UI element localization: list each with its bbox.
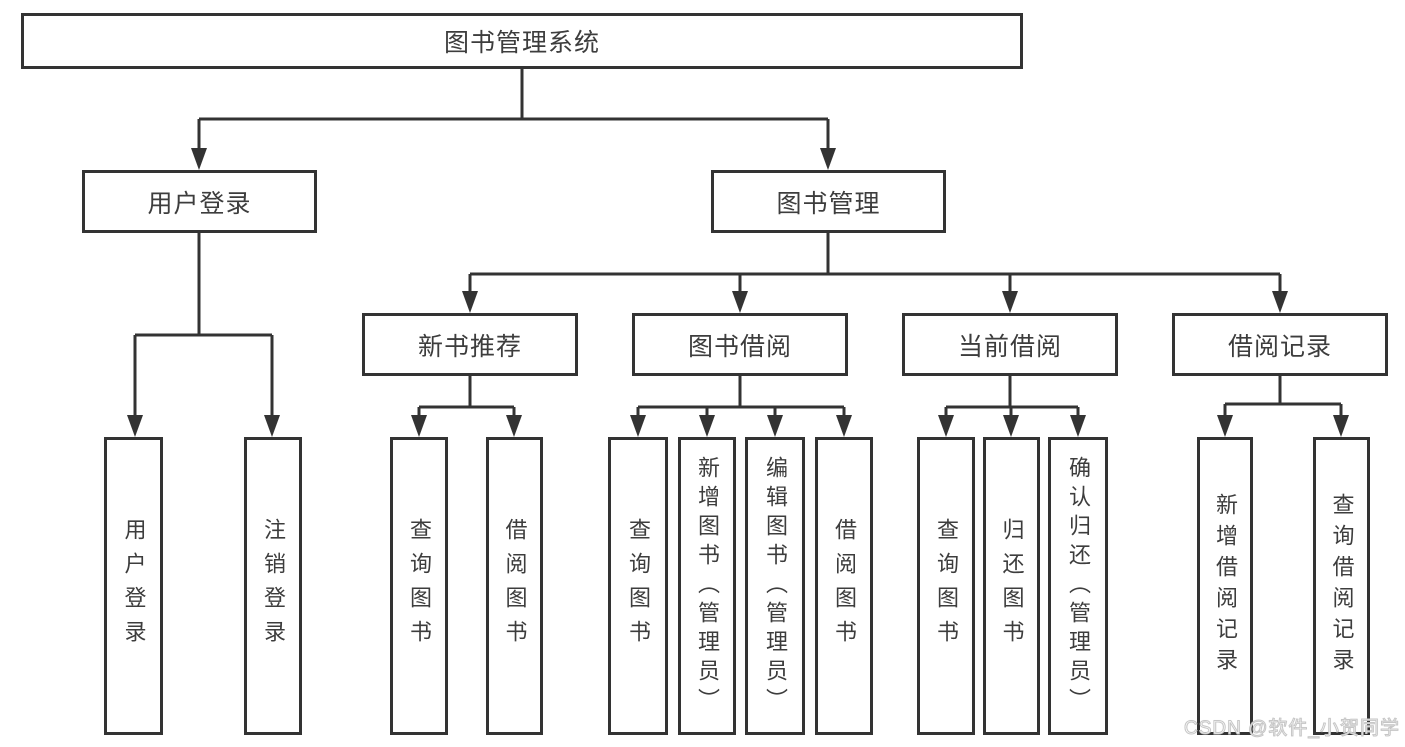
node-user-login: 用户登录	[82, 170, 317, 233]
node-logout: 注销登录	[244, 437, 302, 735]
arrowhead	[1070, 415, 1086, 437]
arrowhead	[1217, 415, 1233, 437]
node-recommend-query-books: 查询图书	[390, 437, 448, 735]
arrowhead	[1002, 291, 1018, 313]
node-book-borrowing: 图书借阅	[632, 313, 848, 376]
node-borrowing-edit-books-admin: 编辑图书（管理员）	[745, 437, 805, 735]
node-current-query-books: 查询图书	[917, 437, 975, 735]
node-borrowing-borrow-books: 借阅图书	[815, 437, 873, 735]
node-borrowing-query-books: 查询图书	[608, 437, 668, 735]
node-borrowing-records: 借阅记录	[1172, 313, 1388, 376]
arrowhead	[699, 415, 715, 437]
connector-line	[135, 69, 1341, 409]
arrowhead	[1272, 291, 1288, 313]
arrowhead	[1333, 415, 1349, 437]
node-new-book-recommendation: 新书推荐	[362, 313, 578, 376]
csdn-watermark: CSDN @软件_小贺同学	[1184, 718, 1400, 740]
arrowhead	[127, 415, 143, 437]
arrowhead	[1003, 415, 1019, 437]
arrowhead	[767, 415, 783, 437]
arrowhead	[630, 415, 646, 437]
node-current-confirm-return-admin: 确认归还（管理员）	[1048, 437, 1108, 735]
arrowhead	[506, 415, 522, 437]
arrowhead	[264, 415, 280, 437]
node-borrowing-add-books-admin: 新增图书（管理员）	[678, 437, 736, 735]
arrowhead	[938, 415, 954, 437]
arrowhead	[411, 415, 427, 437]
arrowhead	[820, 148, 836, 170]
node-library-system: 图书管理系统	[21, 13, 1023, 69]
arrowhead	[836, 415, 852, 437]
node-recommend-borrow-books: 借阅图书	[486, 437, 543, 735]
connector-line	[133, 119, 1343, 418]
node-current-borrowing: 当前借阅	[902, 313, 1118, 376]
node-login: 用户登录	[104, 437, 163, 735]
node-records-add-borrow-record: 新增借阅记录	[1197, 437, 1253, 735]
node-current-return-books: 归还图书	[983, 437, 1040, 735]
node-records-query-borrow-record: 查询借阅记录	[1313, 437, 1370, 735]
arrowheads	[127, 148, 1349, 437]
arrowhead	[732, 291, 748, 313]
arrowhead	[462, 291, 478, 313]
node-book-management: 图书管理	[711, 170, 946, 233]
arrowhead	[191, 148, 207, 170]
